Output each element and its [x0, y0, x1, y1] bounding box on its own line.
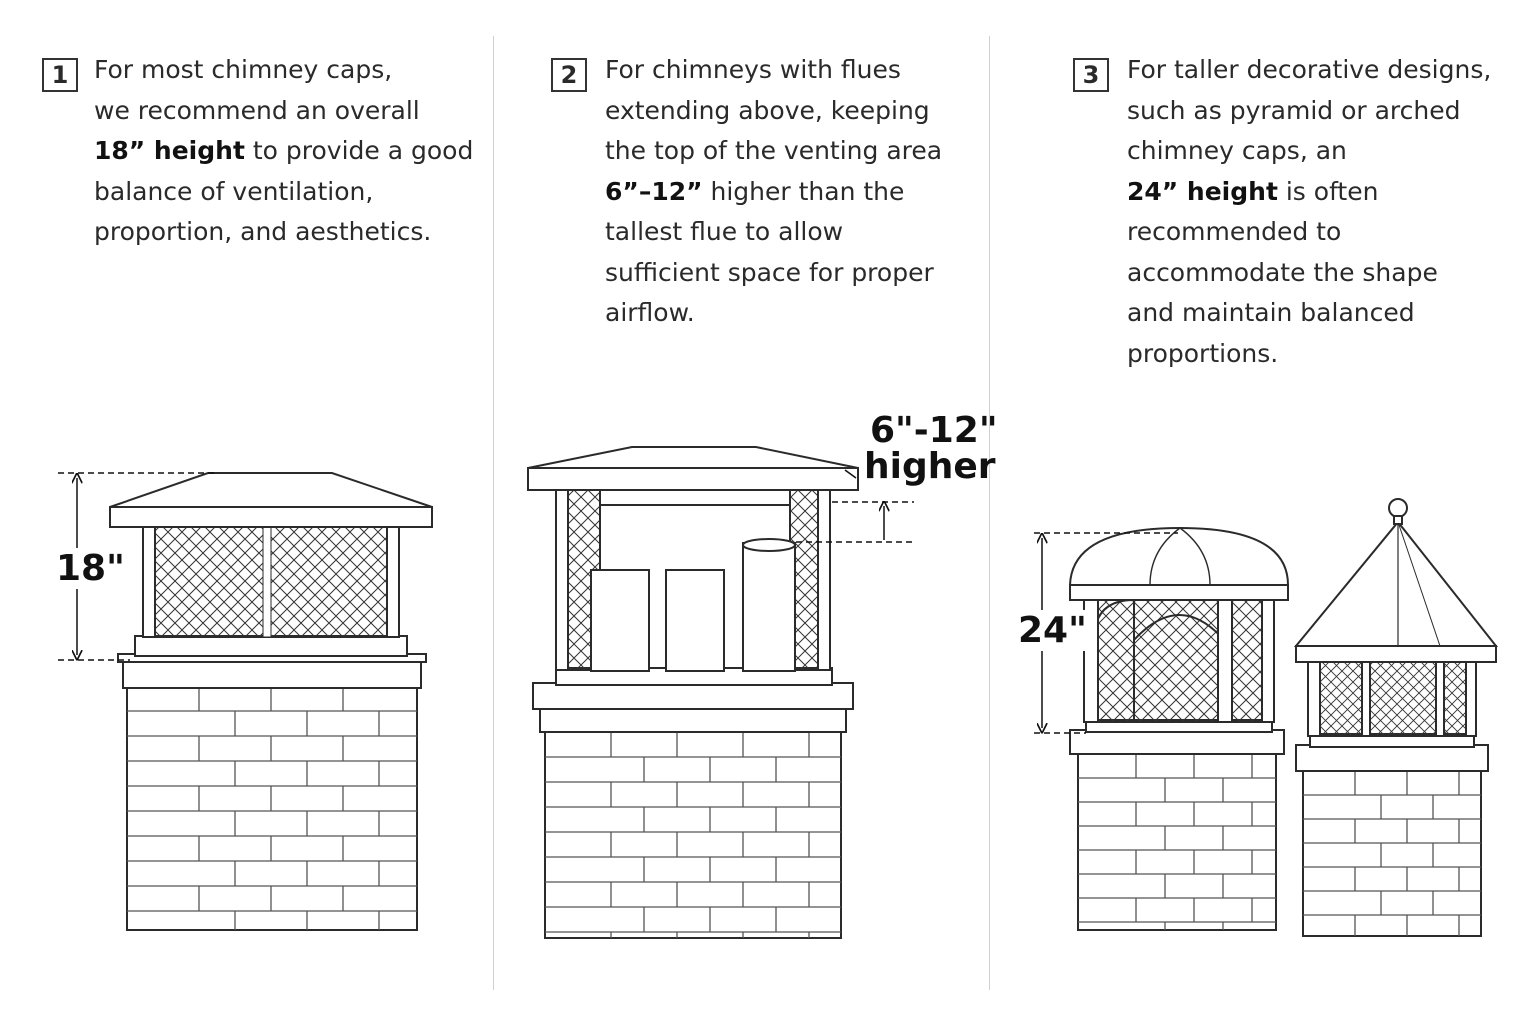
chimney-3-lid-rim	[1069, 584, 1289, 601]
chimney-2-brick-stack	[544, 729, 842, 939]
chimney-1-lid-rim	[109, 506, 433, 528]
chimney-1	[109, 472, 433, 931]
chimney-1-roof	[109, 472, 433, 508]
step-1-line-4: balance of ventilation,	[94, 176, 374, 206]
step-1-emphasis: 18” height	[94, 136, 245, 165]
chimney-3-brick-stack	[1077, 751, 1277, 931]
step-3-line-7: and maintain balanced	[1127, 298, 1415, 327]
chimney-3-arched	[1068, 526, 1290, 931]
chimney-4-brick-stack	[1302, 769, 1482, 937]
step-3-text: 3 For taller decorative designs, such as…	[1073, 50, 1513, 374]
chimney-3-dome	[1068, 526, 1290, 586]
column-divider-2	[989, 36, 990, 990]
step-3-line-2: such as pyramid or arched	[1127, 95, 1461, 125]
chimney-1-brick-stack	[126, 685, 418, 931]
step-2-line-4: 6”–12” higher than the	[605, 176, 905, 206]
step-3-line-5: recommended to	[1127, 217, 1342, 246]
step-1-line-1: For most chimney caps,	[94, 55, 393, 84]
step-3-line-1: For taller decorative designs,	[1127, 55, 1492, 84]
chimney-3-crown	[1069, 729, 1285, 755]
chimney-2-lid-rim	[527, 467, 859, 491]
step-3-line-4: 24” height is often	[1127, 176, 1379, 206]
step-3-line-3: chimney caps, an	[1127, 136, 1347, 165]
step-1-text: 1 For most chimney caps, we recommend an…	[42, 50, 482, 253]
dimension-label-18: 18"	[54, 548, 127, 589]
chimney-4-finial	[1388, 498, 1408, 518]
dimension-label-higher: higher	[864, 446, 996, 487]
step-number-3: 3	[1073, 58, 1109, 92]
chimney-1-cap-base	[134, 635, 408, 657]
dimension-label-24: 24"	[1016, 610, 1089, 651]
step-1-line-3: 18” height to provide a good	[94, 136, 474, 165]
chimney-4-pyramid-roof	[1293, 520, 1499, 647]
flue-1	[590, 569, 650, 672]
step-2-emphasis: 6”–12”	[605, 176, 703, 206]
step-2-line-2: extending above, keeping	[605, 95, 930, 125]
chimney-4-mesh	[1313, 659, 1473, 737]
chimney-2	[527, 446, 859, 939]
step-1-line-5: proportion, and aesthetics.	[94, 217, 432, 246]
step-2-line-6: sufficient space for proper	[605, 257, 934, 287]
step-2-text: 2 For chimneys with flues extending abov…	[551, 50, 971, 334]
flue-2	[665, 569, 725, 672]
dimension-label-6-12: 6"-12"	[870, 410, 998, 451]
step-1-line-2: we recommend an overall	[94, 95, 420, 125]
step-3-line-6: accommodate the shape	[1127, 257, 1438, 287]
chimney-4-pyramid	[1293, 498, 1499, 937]
step-2-line-7: airflow.	[605, 298, 695, 327]
chimney-2-roof	[527, 446, 859, 469]
step-2-line-1: For chimneys with flues	[605, 55, 901, 84]
step-2-line-5: tallest flue to allow	[605, 217, 844, 246]
column-divider-1	[493, 36, 494, 990]
chimney-4-crown	[1295, 744, 1489, 772]
step-3-emphasis: 24” height	[1127, 176, 1278, 206]
step-number-2: 2	[551, 58, 587, 92]
chimney-3-mesh	[1093, 597, 1265, 723]
chimney-2-crown	[532, 682, 854, 710]
step-2-line-3: the top of the venting area	[605, 136, 943, 165]
chimney-1-crown	[122, 659, 422, 689]
chimney-4-lid-rim	[1295, 645, 1497, 663]
flue-3	[742, 542, 796, 672]
step-3-line-8: proportions.	[1127, 338, 1279, 368]
step-number-1: 1	[42, 58, 78, 92]
